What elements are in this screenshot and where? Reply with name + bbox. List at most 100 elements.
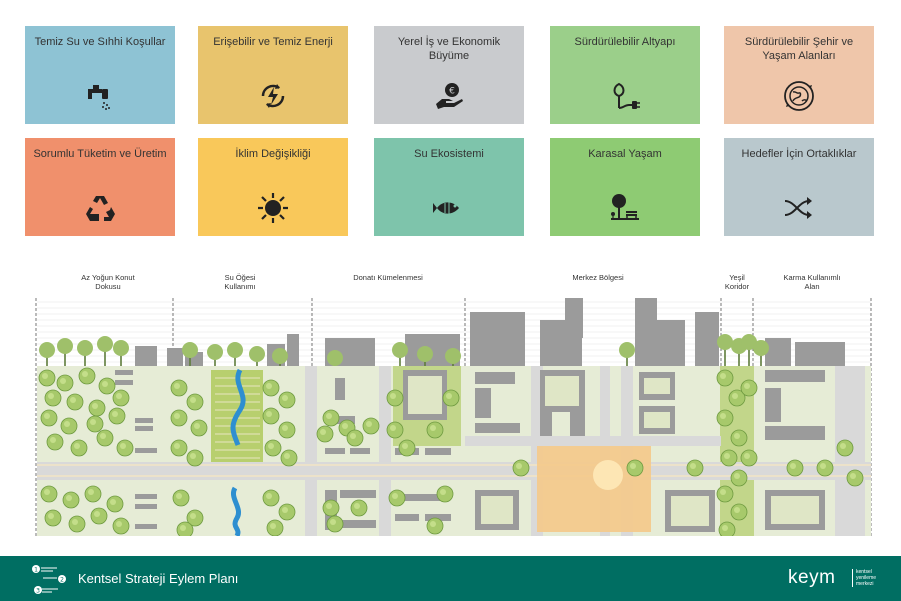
goal-label: Sorumlu Tüketim ve Üretim (33, 148, 167, 160)
plan-tree-highlight (90, 419, 96, 425)
elevation-tree-trunk (724, 342, 726, 366)
elevation-tree (39, 342, 55, 358)
plan-tree-highlight (102, 381, 108, 387)
courtyard (545, 376, 579, 406)
building-block (115, 370, 133, 375)
elevation-tree (753, 340, 769, 356)
crossing-arrows-icon (784, 197, 812, 219)
elevation-tree (392, 342, 408, 358)
building-block (115, 380, 133, 385)
building-block (340, 490, 376, 498)
plan-tree-highlight (820, 463, 826, 469)
plan-tree-highlight (48, 513, 54, 519)
elevation-tree (77, 340, 93, 356)
plan-tree-highlight (180, 525, 186, 531)
courtyard (671, 496, 709, 526)
courtyard (644, 378, 670, 394)
goal-label: Sürdürülebilir Altyapı (574, 36, 676, 48)
elevation-tree-trunk (64, 346, 66, 366)
plan-tree-highlight (720, 489, 726, 495)
plan-tree-highlight (112, 411, 118, 417)
plan-tree-highlight (320, 429, 326, 435)
plan-tree-highlight (268, 443, 274, 449)
goal-label: Yerel İş ve Ekonomik Büyüme (397, 36, 501, 62)
zone-label-mixed-use: Karma Kullanımlı Alan (783, 273, 841, 291)
plan-tree-highlight (44, 413, 50, 419)
logo-number: 1 (34, 567, 38, 574)
goal-card-life-on-land: Karasal Yaşam (550, 138, 700, 236)
plan-tree-highlight (50, 437, 56, 443)
zone-label-water-element: Su Öğesi Kullanımı (224, 273, 256, 291)
road-vertical (305, 366, 317, 536)
building-block (325, 416, 355, 424)
goal-card-sustainable-city: Sürdürülebilir Şehir ve Yaşam Alanları (724, 26, 874, 124)
plan-tree-highlight (194, 423, 200, 429)
plan-tree-highlight (190, 397, 196, 403)
elevation-tree (327, 350, 343, 366)
plan-tree-highlight (446, 393, 452, 399)
plan-tree-highlight (48, 393, 54, 399)
svg-text:€: € (449, 87, 455, 97)
plan-tree-highlight (342, 423, 348, 429)
zone-label-low-density: Az Yoğun Konut Dokusu (81, 273, 135, 291)
water-tap-icon (88, 85, 110, 110)
zone-label-green-corridor: Yeşil Koridor (724, 273, 750, 291)
elevation-tree (417, 346, 433, 362)
master-plan-illustration (35, 298, 872, 536)
elevation-tree (227, 342, 243, 358)
zone-label-facilities: Donatı Kümelenmesi (353, 273, 423, 282)
goal-label: Karasal Yaşam (588, 148, 662, 160)
tree-bench-icon (611, 194, 639, 220)
plan-tree-highlight (630, 463, 636, 469)
plan-tree-highlight (734, 507, 740, 513)
elevation-tree-trunk (738, 346, 740, 366)
secondary-road (465, 436, 721, 446)
plan-tree-highlight (734, 473, 740, 479)
plan-tree-highlight (190, 453, 196, 459)
building-block (765, 370, 825, 382)
building-block (135, 504, 157, 509)
plan-tree-highlight (266, 493, 272, 499)
plan-tree-highlight (174, 413, 180, 419)
zone-label-center: Merkez Bölgesi (572, 273, 624, 282)
sun-icon (258, 193, 288, 223)
elevation-tree (272, 348, 288, 364)
plan-tree-highlight (120, 443, 126, 449)
plan-tree-highlight (430, 521, 436, 527)
infrastructure-plug-icon (613, 82, 640, 109)
plan-tree-highlight (440, 489, 446, 495)
goal-label: Hedefler İçin Ortaklıklar (741, 148, 857, 160)
building-block (395, 514, 419, 521)
building-block (340, 520, 376, 528)
goal-card-infrastructure: Sürdürülebilir Altyapı (550, 26, 700, 124)
courtyard (771, 496, 819, 524)
plan-tree-highlight (110, 499, 116, 505)
goal-card-partnerships: Hedefler İçin Ortaklıklar (724, 138, 874, 236)
road-vertical (379, 366, 391, 536)
building-block (425, 448, 451, 455)
building-block (765, 426, 825, 440)
logo-number: 3 (36, 588, 40, 595)
plan-tree-highlight (42, 373, 48, 379)
plan-tree-highlight (270, 523, 276, 529)
plan-tree-highlight (60, 378, 66, 384)
plan-tree-highlight (82, 371, 88, 377)
stream (230, 368, 246, 536)
plan-tree-highlight (366, 421, 372, 427)
goal-label: Temiz Su ve Sıhhi Koşullar (34, 36, 166, 48)
plan-tree-highlight (88, 489, 94, 495)
elevation-tree (57, 338, 73, 354)
globe-city-icon (784, 81, 814, 111)
plan-tree-highlight (70, 397, 76, 403)
elevation-tree-trunk (760, 348, 762, 366)
building-block (135, 494, 157, 499)
plan-tree-highlight (354, 503, 360, 509)
plan-tree-highlight (116, 521, 122, 527)
plan-tree-highlight (94, 511, 100, 517)
courtyard (644, 412, 670, 428)
goal-label: Erişebilir ve Temiz Enerji (213, 36, 333, 48)
courtyard (408, 376, 442, 414)
plan-tree-highlight (282, 395, 288, 401)
fish-icon (433, 202, 459, 214)
elevation-tree (445, 348, 461, 364)
